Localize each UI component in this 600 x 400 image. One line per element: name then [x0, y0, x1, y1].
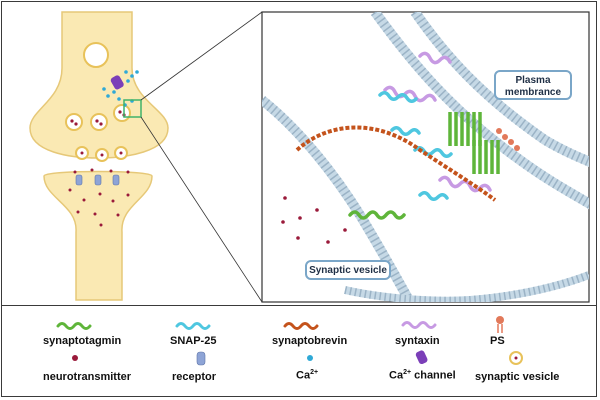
receptor-icon [75, 174, 120, 186]
legend-syntaxin: syntaxin [395, 335, 440, 347]
legend-receptor: receptor [172, 371, 217, 383]
legend-ca-channel: Ca2+ channel [389, 369, 456, 382]
presynaptic-terminal [29, 11, 169, 159]
plasma-membrane [370, 12, 589, 210]
synaptobrevin-helix [295, 125, 497, 202]
zoom-box [123, 99, 142, 118]
plasma-membrane-label: Plasma membrance [494, 70, 572, 100]
vesicle-neurotransmitters [281, 196, 347, 244]
docked-vesicle [95, 148, 109, 162]
syntaxin-icon [401, 321, 437, 329]
legend-ca-sup: 2+ [310, 369, 319, 376]
large-vesicle [83, 42, 109, 68]
ca-channel-icon [110, 75, 124, 90]
legend-synaptobrevin: synaptobrevin [272, 335, 348, 347]
legend-snap25: SNAP-25 [170, 335, 217, 347]
zoom-line-top [140, 11, 263, 101]
legend-ca-channel-sup: 2+ [403, 369, 412, 376]
ps-icon [496, 316, 504, 333]
ps-lipids [496, 128, 520, 151]
released-neurotransmitters [68, 168, 130, 227]
ca-channel-icon [415, 350, 428, 365]
synaptic-vesicle-label-text: Synaptic vesicle [309, 265, 387, 276]
plasma-membrane-label-line1: Plasma [515, 75, 551, 86]
vesicle-membrane-lower [344, 271, 589, 302]
zoom-line-bottom [140, 116, 263, 303]
legend-neurotransmitter: neurotransmitter [43, 371, 132, 383]
postsynaptic-terminal [43, 170, 153, 301]
snap25-icon [175, 322, 211, 330]
synaptic-vesicle-label: Synaptic vesicle [305, 260, 391, 280]
docked-vesicle [75, 146, 89, 160]
synaptic-vesicle [65, 113, 83, 131]
synaptotagmin-icon [56, 322, 92, 330]
receptor-icon [196, 351, 206, 366]
legend-synaptotagmin: synaptotagmin [43, 335, 122, 347]
snap25-helix [378, 91, 453, 201]
legend-ca-channel-base: Ca [389, 369, 404, 382]
legend-ca-base: Ca [296, 369, 311, 382]
synaptic-vesicle-icon [509, 351, 523, 365]
neurotransmitter-icon [72, 355, 78, 361]
legend-divider [1, 305, 597, 306]
plasma-membrane-label-line2: membrance [504, 87, 562, 98]
legend-ca: Ca2+ [296, 369, 318, 382]
synaptobrevin-icon [283, 322, 319, 330]
neuron-synapse-illustration [29, 11, 169, 301]
zoom-panel [261, 11, 590, 303]
docked-vesicle [114, 146, 128, 160]
synaptotagmin-c2-domains [448, 112, 500, 174]
synaptic-vesicle [113, 104, 131, 122]
legend-ca-channel-rest: channel [411, 369, 456, 382]
calcium-icon [307, 355, 313, 361]
legend-ps: PS [490, 335, 505, 347]
synaptic-vesicle [90, 113, 108, 131]
legend-synaptic-vesicle: synaptic vesicle [475, 371, 560, 383]
synaptotagmin-helix [348, 210, 406, 220]
snare-complex-illustration [262, 12, 589, 302]
